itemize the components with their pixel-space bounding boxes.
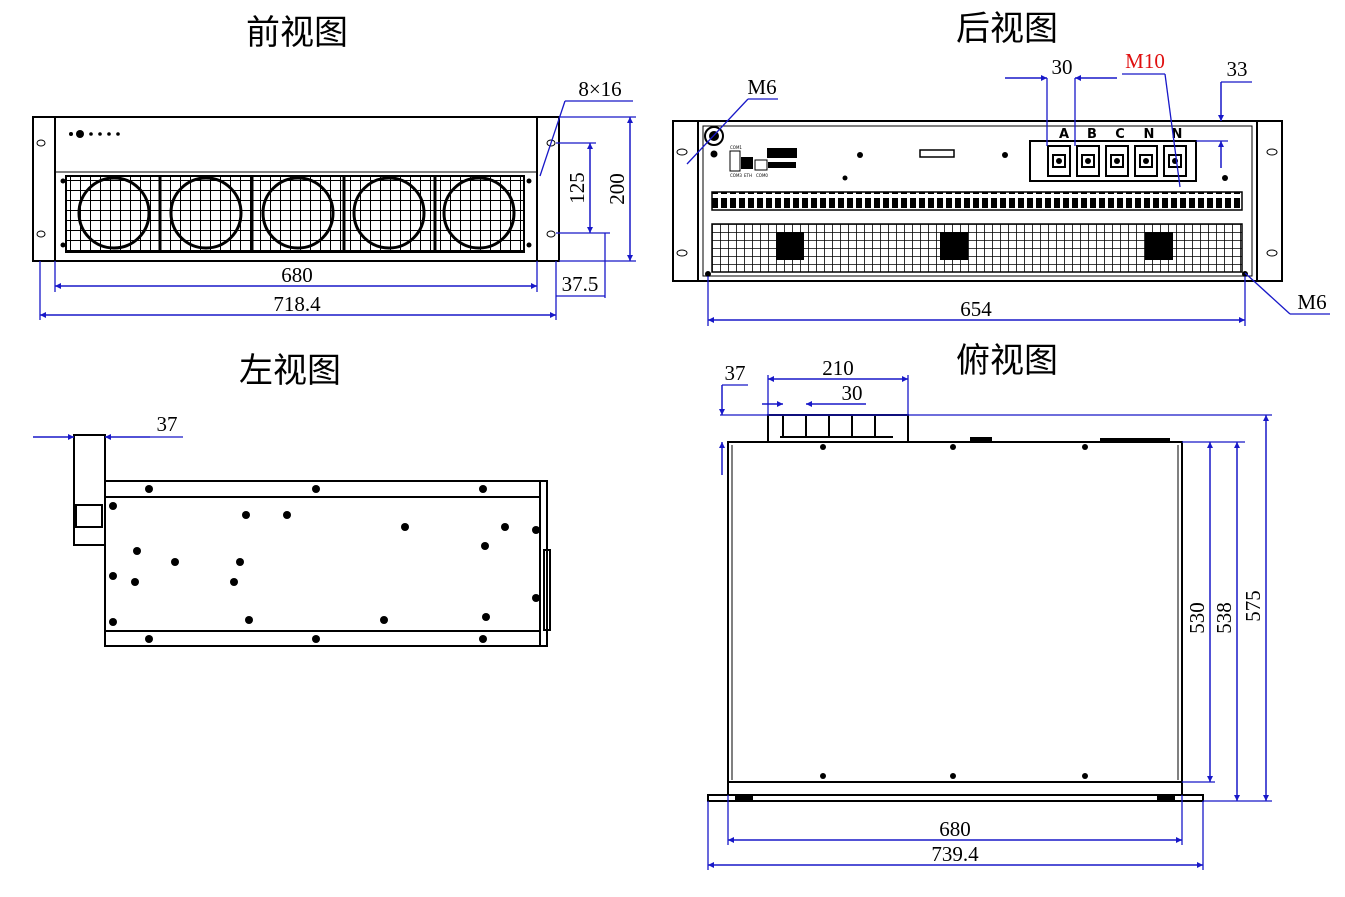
terminal-label-n2: N	[1172, 127, 1183, 142]
edge-offset-dim: 33	[1227, 57, 1248, 81]
rear-screws	[705, 152, 1248, 277]
comm-ports: COM1 COM3 ETH COM0	[729, 145, 797, 178]
rear-left-ear	[672, 120, 699, 282]
terminal-bolts	[1056, 158, 1178, 164]
rear-view: 后视图 COM1 COM3 ETH COM0	[672, 9, 1330, 326]
top-pitch-dim: 30	[842, 381, 863, 405]
ear-hole	[1266, 249, 1278, 257]
fans	[77, 176, 516, 250]
top-view: 俯视图 210 30 37	[707, 341, 1272, 870]
ear-hole	[676, 148, 688, 156]
terminals	[1047, 145, 1187, 177]
top-width-total-dim: 739.4	[931, 842, 979, 866]
rear-vent-strip	[711, 191, 1243, 211]
top-front-ears	[707, 794, 1204, 802]
ear-hole	[36, 230, 46, 238]
ear-offset-dim: 37.5	[562, 272, 599, 296]
terminal-bolt-dim: M10	[1125, 49, 1165, 73]
rear-vent-bosses	[776, 232, 1173, 260]
front-view-title: 前视图	[246, 13, 348, 53]
right-rack-ear	[536, 116, 560, 262]
ground-bolt-bottom-leader	[1244, 272, 1291, 315]
mount-hole-dim: 8×16	[578, 77, 621, 101]
side-terminal-cover	[73, 434, 106, 546]
side-handle	[543, 549, 551, 631]
terminal-bolt-leader	[1164, 73, 1181, 188]
rear-panel	[697, 120, 1258, 282]
side-rear-flange	[539, 480, 548, 647]
fan-grille	[65, 175, 525, 253]
terminal-label-a: A	[1059, 127, 1069, 142]
mount-hole-leader	[539, 100, 566, 177]
top-screws	[820, 444, 1088, 779]
rear-view-title: 后视图	[956, 9, 1058, 49]
port-label-com3: COM3	[730, 173, 742, 178]
indicator-leds	[69, 130, 120, 138]
front-panel	[54, 116, 538, 262]
terminal-block-width-dim: 210	[822, 356, 854, 380]
ground-bolt-top-dim: M6	[747, 75, 776, 99]
top-view-title: 俯视图	[956, 341, 1058, 381]
ground-bolt-icon	[704, 126, 724, 146]
top-front-panel	[727, 781, 1183, 796]
depth-body-dim: 530	[1185, 602, 1209, 634]
panel-screws	[60, 178, 532, 248]
ear-hole	[1266, 148, 1278, 156]
port-label-com1: COM1	[730, 145, 742, 150]
ground-bolt-leader	[686, 98, 749, 165]
terminal-pitch-dim: 30	[1052, 55, 1073, 79]
terminal-label-c: C	[1115, 127, 1125, 142]
side-protrusion-dim: 37	[157, 412, 178, 436]
rear-panel-inner	[702, 125, 1253, 277]
total-width-dim: 718.4	[273, 292, 321, 316]
port-label-eth: ETH	[744, 173, 752, 178]
ear-hole	[546, 139, 556, 147]
left-view: 左视图 37	[33, 351, 551, 647]
hole-spacing-dim: 125	[565, 172, 589, 204]
ear-hole	[676, 249, 688, 257]
ear-hole	[36, 139, 46, 147]
inner-width-dim: 680	[281, 263, 313, 287]
top-body	[727, 441, 1183, 783]
fan-dividers	[158, 176, 437, 252]
rear-width-dim: 654	[960, 297, 992, 321]
ground-bolt-bottom-dim: M6	[1297, 290, 1326, 314]
top-terminal-posts	[780, 415, 893, 438]
terminal-label-n1: N	[1144, 127, 1155, 142]
side-screws	[109, 485, 540, 643]
top-protrusion-dim: 37	[725, 361, 746, 385]
ear-hole	[546, 230, 556, 238]
fuse-holder	[919, 149, 955, 158]
height-dim: 200	[605, 173, 629, 205]
top-view-details	[735, 437, 1175, 800]
port-label-com0: COM0	[756, 173, 768, 178]
left-rack-ear	[32, 116, 56, 262]
top-width-body-dim: 680	[939, 817, 971, 841]
front-view: 前视图	[32, 13, 636, 320]
depth-total-dim: 575	[1241, 590, 1265, 622]
terminal-block	[1029, 140, 1197, 182]
rear-right-ear	[1256, 120, 1283, 282]
depth-mid-dim: 538	[1212, 602, 1236, 634]
side-terminal-clip	[75, 504, 103, 528]
side-body	[104, 480, 541, 647]
terminal-label-b: B	[1087, 127, 1097, 142]
left-view-title: 左视图	[239, 351, 341, 391]
